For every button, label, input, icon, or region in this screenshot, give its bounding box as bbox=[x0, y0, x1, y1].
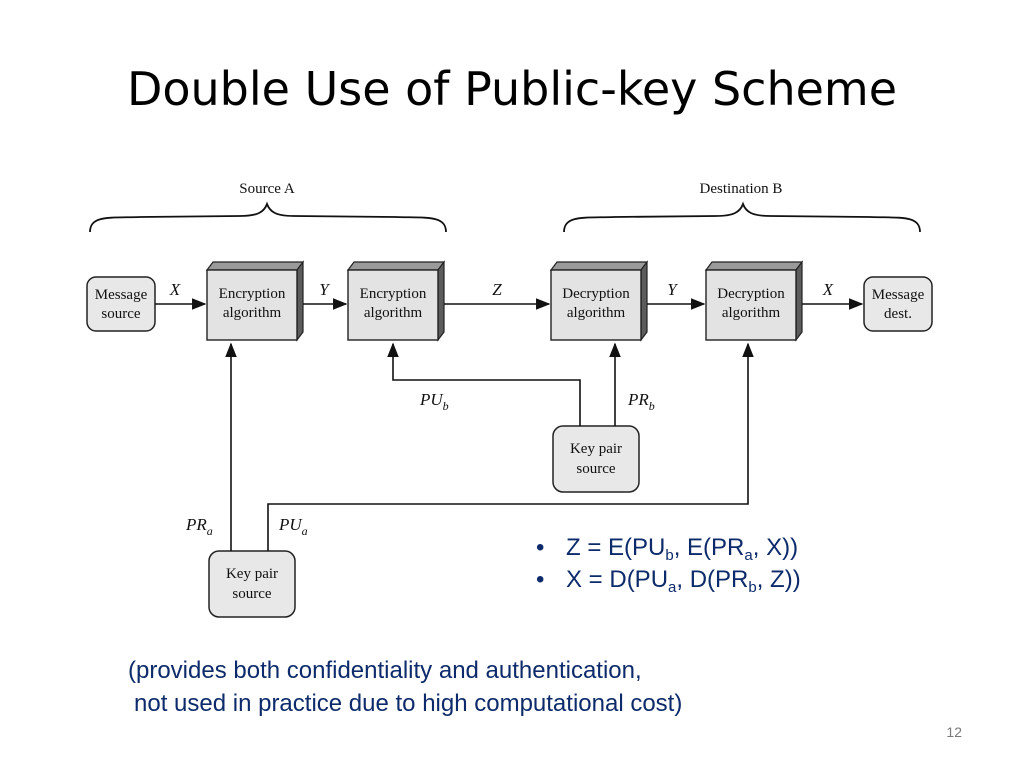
message-source-node: Message source bbox=[86, 276, 156, 332]
destination-brace-label: Destination B bbox=[700, 181, 783, 197]
flow-label-x-out: X bbox=[822, 280, 834, 299]
flow-label-x-in: X bbox=[169, 280, 181, 299]
key-label-pr-b: PRb bbox=[627, 390, 655, 413]
message-source-line1: Message bbox=[95, 287, 148, 303]
key-pair-source-a: Key pair source bbox=[208, 550, 296, 618]
key-pair-b-line2: source bbox=[576, 461, 615, 477]
message-dest-line2: dest. bbox=[884, 306, 912, 322]
wire-pu-b bbox=[387, 342, 581, 426]
key-pair-source-b: Key pair source bbox=[552, 425, 640, 493]
key-pair-a-line1: Key pair bbox=[226, 566, 278, 582]
encryption-2-line2: algorithm bbox=[364, 305, 423, 321]
key-label-pu-b: PUb bbox=[419, 390, 449, 413]
flow-label-y2: Y bbox=[667, 280, 678, 299]
encryption-algorithm-1: Encryption algorithm bbox=[205, 260, 305, 342]
equation-list: •Z = E(PUb, E(PRa, X)) •X = D(PUa, D(PRb… bbox=[536, 534, 801, 598]
encryption-2-line1: Encryption bbox=[360, 286, 427, 302]
note-text: (provides both confidentiality and authe… bbox=[128, 654, 928, 720]
decryption-1-line2: algorithm bbox=[567, 305, 626, 321]
note-line-1: (provides both confidentiality and authe… bbox=[128, 657, 642, 684]
message-dest-node: Message dest. bbox=[863, 276, 933, 332]
key-pair-b-line1: Key pair bbox=[570, 441, 622, 457]
equation-encrypt: •Z = E(PUb, E(PRa, X)) bbox=[536, 534, 799, 564]
decryption-1-line1: Decryption bbox=[562, 286, 630, 302]
source-brace-label: Source A bbox=[239, 181, 295, 197]
decryption-2-line1: Decryption bbox=[717, 286, 785, 302]
equation-decrypt: •X = D(PUa, D(PRb, Z)) bbox=[536, 566, 801, 596]
slide-title: Double Use of Public-key Scheme bbox=[126, 62, 898, 116]
decryption-algorithm-1: Decryption algorithm bbox=[549, 260, 649, 342]
message-source-line2: source bbox=[101, 306, 140, 322]
bullet-icon: • bbox=[536, 566, 545, 593]
source-brace: Source A bbox=[89, 181, 447, 233]
flow-label-y1: Y bbox=[319, 280, 330, 299]
key-label-pu-a: PUa bbox=[278, 515, 308, 538]
encryption-1-line2: algorithm bbox=[223, 305, 282, 321]
flow-label-z: Z bbox=[492, 280, 502, 299]
page-number: 12 bbox=[946, 724, 962, 740]
decryption-algorithm-2: Decryption algorithm bbox=[704, 260, 804, 342]
destination-brace: Destination B bbox=[563, 181, 921, 233]
bullet-icon: • bbox=[536, 534, 545, 561]
message-dest-line1: Message bbox=[872, 287, 925, 303]
wire-pu-a bbox=[267, 342, 754, 551]
encryption-algorithm-2: Encryption algorithm bbox=[346, 260, 446, 342]
key-label-pr-a: PRa bbox=[185, 515, 213, 538]
key-pair-a-line2: source bbox=[232, 586, 271, 602]
decryption-2-line2: algorithm bbox=[722, 305, 781, 321]
public-key-diagram: Source A Destination B Message source En… bbox=[86, 181, 933, 618]
note-line-2: not used in practice due to high computa… bbox=[134, 690, 683, 717]
encryption-1-line1: Encryption bbox=[219, 286, 286, 302]
